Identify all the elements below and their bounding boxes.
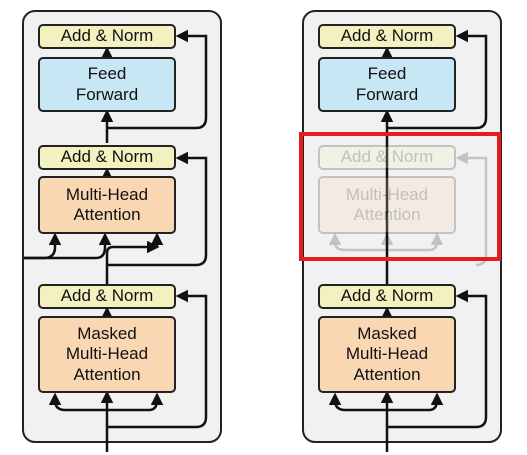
left-masked-multi-head-attention: Masked Multi-Head Attention — [38, 316, 176, 393]
left-feed-forward: Feed Forward — [38, 57, 176, 112]
left-multi-head-attention: Multi-Head Attention — [38, 176, 176, 234]
left-encoder-k — [24, 232, 62, 260]
right-feed-forward: Feed Forward — [318, 57, 456, 112]
left-add-norm-mid: Add & Norm — [38, 145, 176, 170]
right-masked-q — [328, 392, 387, 412]
removed-sublayer-highlight — [299, 132, 501, 261]
left-flow-to-attention — [105, 240, 160, 284]
right-residual-3 — [387, 29, 488, 130]
right-masked-v — [387, 392, 444, 412]
left-residual-1 — [107, 289, 208, 429]
left-residual-3 — [107, 29, 208, 130]
left-add-norm-bottom: Add & Norm — [38, 284, 176, 309]
left-masked-q — [48, 392, 107, 412]
right-add-norm-mid-removed: Add & Norm — [318, 145, 456, 170]
left-masked-v — [107, 392, 164, 412]
right-residual-1 — [387, 289, 488, 429]
left-residual-2 — [107, 151, 208, 267]
right-masked-multi-head-attention: Masked Multi-Head Attention — [318, 316, 456, 393]
left-add-norm-top: Add & Norm — [38, 24, 176, 49]
right-add-norm-bottom: Add & Norm — [318, 284, 456, 309]
right-multi-head-attention-removed: Multi-Head Attention — [318, 176, 456, 234]
right-add-norm-top: Add & Norm — [318, 24, 456, 49]
left-encoder-v — [24, 232, 112, 260]
